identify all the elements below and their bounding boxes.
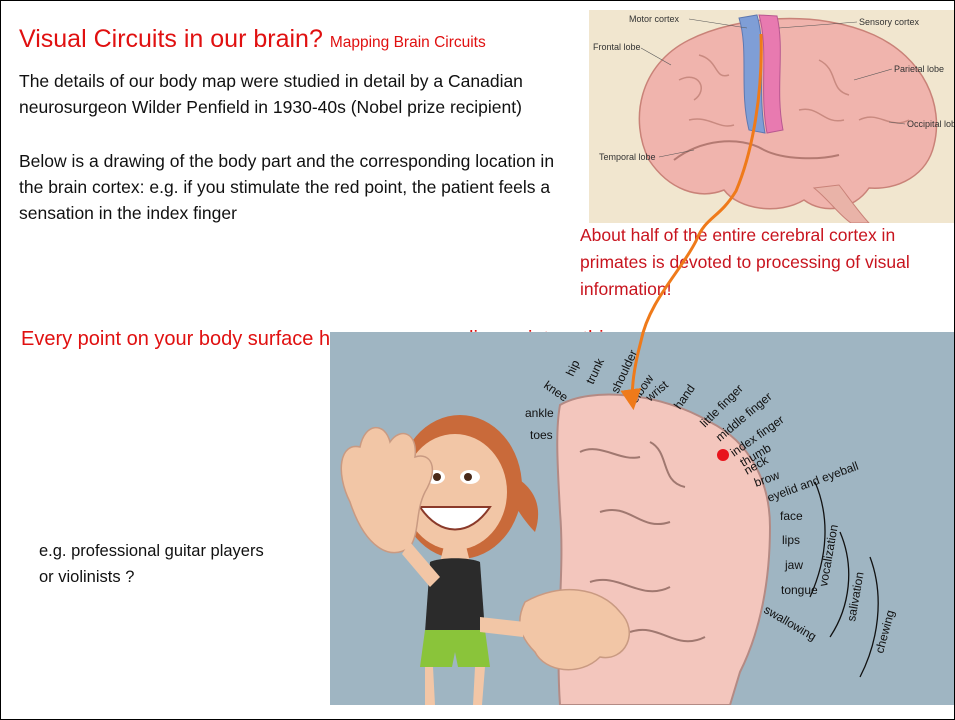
label-ankle: ankle xyxy=(525,406,554,420)
slide-title: Visual Circuits in our brain? Mapping Br… xyxy=(19,25,486,54)
label-tongue: tongue xyxy=(781,583,818,597)
motor-cortex-label: Motor cortex xyxy=(629,14,680,24)
sensory-cortex-label: Sensory cortex xyxy=(859,17,920,27)
occipital-lobe-label: Occipital lob xyxy=(907,119,955,129)
stimulation-red-point xyxy=(717,449,729,461)
label-lips: lips xyxy=(782,533,800,547)
title-subtitle: Mapping Brain Circuits xyxy=(330,34,486,51)
stimulation-paragraph: Below is a drawing of the body part and … xyxy=(19,148,579,226)
example-question: e.g. professional guitar players or viol… xyxy=(39,538,279,590)
label-toes: toes xyxy=(530,428,553,442)
penfield-paragraph: The details of our body map were studied… xyxy=(19,68,579,120)
visual-cortex-note: About half of the entire cerebral cortex… xyxy=(580,222,955,303)
parietal-lobe-label: Parietal lobe xyxy=(894,64,944,74)
temporal-lobe-label: Temporal lobe xyxy=(599,152,656,162)
homunculus-image: knee hip trunk shoulder elbow wrist hand… xyxy=(330,332,955,705)
label-jaw: jaw xyxy=(784,558,803,572)
label-face: face xyxy=(780,509,803,523)
tank-top xyxy=(425,558,485,632)
frontal-lobe-label: Frontal lobe xyxy=(593,42,641,52)
brain-lobes-image: Motor cortex Sensory cortex Frontal lobe… xyxy=(589,10,955,223)
title-main: Visual Circuits in our brain? xyxy=(19,25,323,53)
